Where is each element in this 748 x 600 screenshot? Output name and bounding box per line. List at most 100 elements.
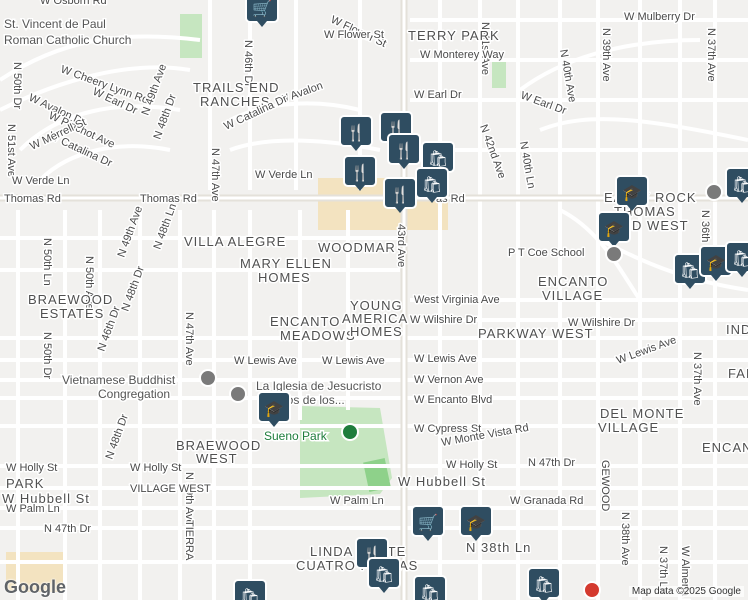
map-label: BRAEWOOD	[28, 292, 113, 307]
map-label: W Palm Ln	[330, 495, 384, 507]
map-label: ESTATES	[40, 306, 104, 321]
shopping-bag-marker-icon[interactable]: 🛍	[421, 141, 455, 177]
svg-text:🛍: 🛍	[422, 176, 442, 194]
map-label: N 47th Ave	[183, 312, 195, 366]
map-label: ENCAN	[702, 440, 748, 455]
svg-text:🛒: 🛒	[252, 0, 272, 18]
map-label: ENCANTO	[538, 274, 608, 289]
map-label: DEL MONTE	[600, 406, 684, 421]
map-label: N 50th Ave	[83, 256, 95, 310]
school-marker-icon[interactable]: 🎓	[597, 211, 631, 247]
school-marker-icon[interactable]: 🎓	[459, 505, 493, 541]
map-label: W Wilshire Dr	[410, 314, 478, 326]
map-label: BRAEWOOD	[176, 438, 261, 453]
shopping-bag-marker-icon[interactable]: 🛍	[233, 579, 267, 600]
svg-text:🎓: 🎓	[264, 401, 284, 418]
map-label: W Flower St	[324, 29, 384, 41]
red-pin-icon[interactable]	[583, 581, 601, 599]
map-label: W Encanto Blvd	[414, 394, 492, 406]
shopping-cart-marker-icon[interactable]: 🛒	[245, 0, 279, 27]
map-label: VILLAGE WEST	[130, 483, 211, 495]
shopping-cart-marker-icon[interactable]: 🛒	[411, 505, 445, 541]
map-label: W Vernon Ave	[414, 374, 484, 386]
map-label: GEWOOD	[599, 460, 611, 511]
map-label: VILLAGE	[542, 288, 603, 303]
map-markers[interactable]: 🛒🍴🍴🍴🛍🍴🍴🛍🎓🎓🛍🛍🎓🛍🎓🛒🎓🍴🛍🛍🛍🛍	[199, 0, 748, 600]
map-label: Congregation	[98, 387, 170, 401]
school-marker-icon[interactable]: 🎓	[699, 245, 733, 281]
map-label: N 37th Ave	[705, 28, 717, 82]
map-label: W Holly St	[446, 459, 497, 471]
restaurant-marker-icon[interactable]: 🍴	[383, 177, 417, 213]
shopping-bag-marker-icon[interactable]: 🛍	[415, 167, 449, 203]
place-pin-icon[interactable]	[705, 183, 723, 201]
restaurant-marker-icon[interactable]: 🍴	[343, 155, 377, 191]
restaurant-marker-icon[interactable]: 🍴	[339, 115, 373, 151]
map-label: W Mulberry Dr	[624, 11, 695, 23]
map-label: W Hubbell St	[2, 491, 90, 506]
school-marker-icon[interactable]: 🎓	[615, 175, 649, 211]
shopping-bag-marker-icon[interactable]: 🛍	[725, 241, 748, 277]
school-pin-icon[interactable]	[605, 245, 623, 263]
park-pin-icon[interactable]	[341, 423, 359, 441]
map-label: Sueno Park	[264, 429, 328, 443]
map-label: TIERRA	[183, 520, 195, 561]
map-label: MARY ELLEN	[240, 256, 332, 271]
svg-text:🎓: 🎓	[622, 185, 642, 202]
svg-text:🛍: 🛍	[420, 584, 440, 600]
map-label: N 50th Dr	[41, 332, 53, 379]
map-label: West Virginia Ave	[414, 294, 500, 306]
shopping-bag-marker-icon[interactable]: 🛍	[527, 567, 561, 600]
map-label: P T Coe School	[508, 247, 584, 259]
church-icon[interactable]	[229, 385, 247, 403]
shopping-bag-marker-icon[interactable]: 🛍	[367, 557, 401, 593]
map-label: IND	[726, 322, 748, 337]
map-label: W Verde Ln	[255, 169, 312, 181]
svg-text:🍴: 🍴	[350, 163, 370, 182]
school-marker-icon[interactable]: 🎓	[257, 391, 291, 427]
svg-text:🎓: 🎓	[604, 221, 624, 238]
shopping-bag-marker-icon[interactable]: 🛍	[725, 167, 748, 203]
map-label: TRAILS END	[193, 80, 280, 95]
svg-text:🛍: 🛍	[534, 576, 554, 594]
restaurant-marker-icon[interactable]: 🍴	[387, 133, 421, 169]
map-label: AMERICA	[342, 311, 408, 326]
map-label: N 39th Ave	[183, 472, 195, 526]
map-label: N 37th Ave	[691, 352, 703, 406]
map-label: N 47th Dr	[528, 457, 575, 469]
svg-text:🍴: 🍴	[394, 141, 414, 160]
map-label: N 37th Ln	[657, 546, 669, 594]
map-label: W Wilshire Dr	[568, 317, 636, 329]
map-label: FAI	[728, 366, 748, 381]
map-label: N 41st Ave	[479, 22, 491, 75]
map-label: 43rd Ave	[395, 224, 407, 267]
map-label: N 47th Ave	[209, 148, 221, 202]
map-label: W Verde Ln	[12, 175, 69, 187]
map-label: WOODMAR	[318, 240, 396, 255]
map-label: La Iglesia de Jesucristo	[256, 379, 382, 393]
map-label: W Holly St	[130, 462, 181, 474]
svg-text:🛍: 🛍	[428, 150, 448, 168]
buddhist-temple-icon[interactable]	[199, 369, 217, 387]
map-attribution: Map data ©2025 Google	[628, 586, 744, 597]
svg-text:🎓: 🎓	[466, 515, 486, 532]
map-label: VILLA ALEGRE	[184, 234, 286, 249]
map-label: N 50th Dr	[11, 62, 23, 109]
map-label: VILLAGE	[598, 420, 659, 435]
map-label: W Palm Ln	[6, 503, 60, 515]
map-label: TERRY PARK	[408, 28, 500, 43]
map-label: N 47th Dr	[44, 523, 91, 535]
svg-text:🍴: 🍴	[346, 123, 366, 142]
map-label: W Earl Dr	[414, 89, 462, 101]
map-label: N 39th Ave	[600, 28, 612, 82]
map-label: N 50th Ln	[41, 238, 53, 286]
map-label: W Hubbell St	[398, 474, 486, 489]
map-label: W Holly St	[6, 462, 57, 474]
park-area	[492, 58, 506, 88]
map-label: HOMES	[350, 324, 403, 339]
shopping-bag-marker-icon[interactable]: 🛍	[413, 575, 447, 600]
shopping-bag-marker-icon[interactable]: 🛍	[673, 253, 707, 289]
